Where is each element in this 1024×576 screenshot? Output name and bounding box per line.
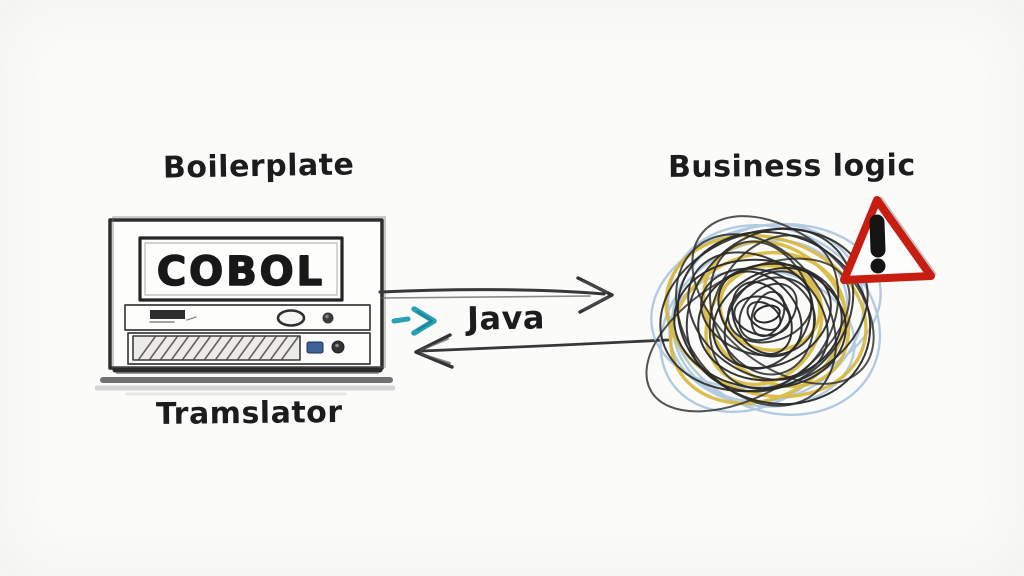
arrow-left-icon — [414, 333, 670, 369]
arrow-right-icon — [378, 276, 614, 314]
exclamation-icon — [869, 214, 886, 274]
warning-triangle-icon — [840, 196, 937, 285]
cobol-text: COBOL — [157, 249, 325, 295]
power-button — [306, 341, 324, 354]
scribble-tangle-icon — [645, 215, 882, 416]
translator-label: Tramslator — [155, 395, 343, 432]
double-chevron-icon — [391, 306, 437, 336]
java-label: Java — [466, 298, 546, 338]
mainframe-computer-icon: COBOL — [95, 216, 395, 396]
boilerplate-label: Boilerplate — [162, 147, 355, 186]
business-logic-label: Business logic — [667, 148, 916, 185]
scribble-black-strokes — [645, 215, 875, 413]
java-exchange-arrows — [378, 276, 670, 369]
